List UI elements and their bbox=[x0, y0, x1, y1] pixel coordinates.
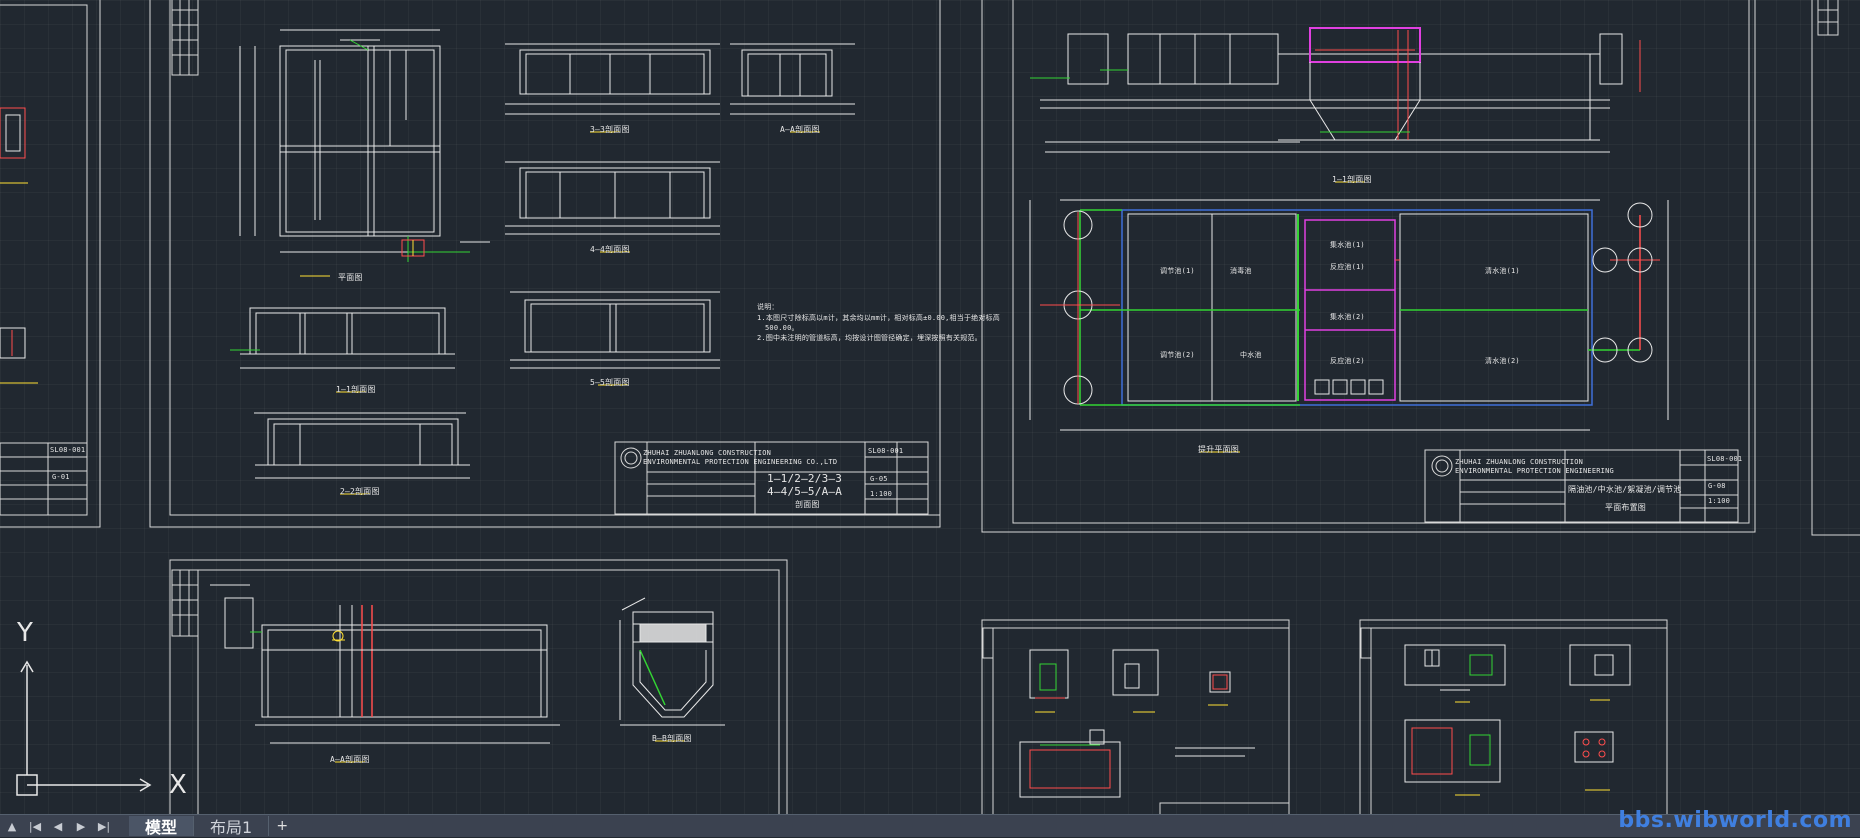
sheet1-notes-title: 说明： bbox=[757, 303, 779, 311]
add-layout-button[interactable]: + bbox=[276, 818, 289, 834]
sheet3-frame bbox=[169, 559, 788, 814]
sheet2-drawing-no: SL08-001 bbox=[1707, 455, 1743, 463]
sheet1-section-33 bbox=[505, 43, 720, 133]
sheet1-section-AA bbox=[730, 43, 855, 133]
sheet1-label-11: 1—1剖面图 bbox=[336, 385, 376, 394]
sheet1-label-44: 4—4剖面图 bbox=[590, 245, 630, 254]
model-space-canvas[interactable]: 平面图 1—1剖面图 2—2剖面图 3—3剖面图 4—4剖面图 5—5剖面图 A… bbox=[0, 0, 1860, 814]
sheet1-title-line3: 剖面图 bbox=[795, 500, 820, 509]
sheet2-zone-4: 集水池(1) bbox=[1330, 241, 1365, 249]
sheet2-title2: 平面布置图 bbox=[1605, 503, 1646, 512]
sheet1-label-55: 5—5剖面图 bbox=[590, 378, 630, 387]
sheet1-plan bbox=[239, 29, 490, 277]
sheet1-drawing-no: SL08-001 bbox=[868, 447, 904, 455]
up-arrow-icon[interactable]: ▲ bbox=[7, 819, 17, 833]
sheet1-section-44 bbox=[505, 161, 720, 253]
sheet2-zone-9: 清水池(2) bbox=[1485, 357, 1520, 365]
sheet4 bbox=[981, 619, 1290, 814]
sheet1-title-line1: 1—1/2—2/3—3 bbox=[767, 472, 843, 485]
sheet1-section-11 bbox=[230, 307, 455, 393]
sheet2-zone-1: 调节池(1) bbox=[1160, 267, 1195, 275]
watermark-text: bbs.wibworld.com bbox=[1618, 808, 1852, 833]
sheet1-company2: ENVIRONMENTAL PROTECTION ENGINEERING CO.… bbox=[643, 458, 838, 466]
sheet-left-drawing-no: SL08-001 bbox=[50, 446, 86, 454]
sheet2-label-plan: 提升平面图 bbox=[1198, 445, 1239, 454]
sheet2-company1: ZHUHAI ZHUANLONG CONSTRUCTION bbox=[1455, 458, 1584, 466]
sheet1-section-22 bbox=[254, 412, 470, 495]
last-tab-button[interactable]: ▶| bbox=[97, 819, 111, 833]
sheet3-section-AA bbox=[210, 584, 560, 763]
sheet2-zone-3: 中水池 bbox=[1240, 351, 1262, 359]
sheet2-section-11 bbox=[1030, 27, 1641, 183]
tab-layout1[interactable]: 布局1 bbox=[194, 816, 270, 837]
sheet2-zone-10: 消毒池 bbox=[1230, 267, 1252, 275]
layout-tab-bar: ▲ |◀ ◀ ▶ ▶| 模型 布局1 + bbox=[0, 814, 1860, 837]
sheet1-title-line2: 4—4/5—5/A—A bbox=[767, 485, 843, 498]
sheet2-zone-6: 反应池(1) bbox=[1330, 263, 1365, 271]
sheet1-note1b: 500.00。 bbox=[765, 324, 799, 332]
sheet3-label-AA: A—A剖面图 bbox=[330, 755, 370, 764]
sheet-left-sheet-no: G-01 bbox=[52, 473, 70, 481]
sheet1-frame bbox=[149, 0, 941, 528]
sheet5 bbox=[1359, 619, 1668, 814]
sheet1-note1: 1.本图尺寸除标高以m计，其余均以mm计，相对标高±0.00,相当于绝对标高 bbox=[757, 314, 1000, 322]
sheet1-sheet-no: G-05 bbox=[870, 475, 888, 483]
sheet2-zone-2: 调节池(2) bbox=[1160, 351, 1195, 359]
cad-drawing[interactable] bbox=[0, 0, 1860, 814]
prev-tab-button[interactable]: ◀ bbox=[53, 819, 63, 833]
sheet1-section-55 bbox=[510, 291, 720, 386]
first-tab-button[interactable]: |◀ bbox=[28, 819, 42, 833]
sheet2-company2: ENVIRONMENTAL PROTECTION ENGINEERING bbox=[1455, 467, 1614, 475]
sheet3-section-BB bbox=[619, 597, 725, 742]
tab-model[interactable]: 模型 bbox=[129, 816, 195, 837]
sheet2-title: 隔油池/中水池/絮凝池/调节池 bbox=[1568, 485, 1682, 494]
sheet-right-partial bbox=[1811, 0, 1860, 536]
sheet1-scale: 1:100 bbox=[870, 490, 893, 498]
sheet1-label-plan: 平面图 bbox=[338, 273, 363, 282]
sheet1-company1: ZHUHAI ZHUANLONG CONSTRUCTION bbox=[643, 449, 772, 457]
sheet1-label-22: 2—2剖面图 bbox=[340, 487, 380, 496]
sheet2-scale: 1:100 bbox=[1708, 497, 1731, 505]
ucs-icon bbox=[16, 660, 152, 796]
sheet2-zone-5: 集水池(2) bbox=[1330, 313, 1365, 321]
ucs-x-label: X bbox=[169, 770, 188, 800]
sheet1-label-33: 3—3剖面图 bbox=[590, 125, 630, 134]
sheet-left-partial bbox=[0, 0, 101, 528]
sheet1-note2: 2.图中未注明的管道标高，均按设计图管径确定，埋深按照有关规范。 bbox=[757, 334, 982, 342]
sheet2-zone-8: 清水池(1) bbox=[1485, 267, 1520, 275]
sheet2-sheet-no: G-08 bbox=[1708, 482, 1726, 490]
sheet2-plan bbox=[1029, 199, 1669, 453]
sheet2-frame bbox=[981, 0, 1756, 533]
ucs-y-label: Y bbox=[17, 618, 34, 648]
sheet2-label-11: 1—1剖面图 bbox=[1332, 175, 1372, 184]
sheet1-label-AA: A—A剖面图 bbox=[780, 125, 820, 134]
sheet3-label-BB: B—B剖面图 bbox=[652, 734, 692, 743]
sheet2-zone-7: 反应池(2) bbox=[1330, 357, 1365, 365]
next-tab-button[interactable]: ▶ bbox=[76, 819, 86, 833]
